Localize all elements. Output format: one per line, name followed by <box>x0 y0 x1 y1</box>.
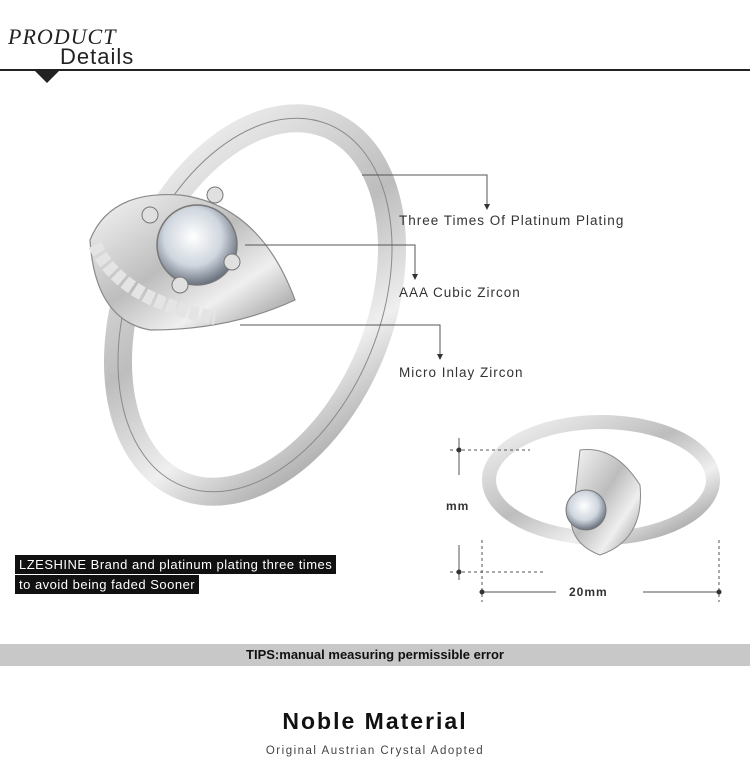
width-measure-label: 20mm <box>569 585 608 599</box>
height-measure-label: mm <box>446 499 470 513</box>
callout-cubic-zircon: AAA Cubic Zircon <box>399 285 521 300</box>
callout-micro-inlay: Micro Inlay Zircon <box>399 365 524 380</box>
header-arrow-icon <box>34 70 60 83</box>
callout-lines <box>240 174 488 355</box>
dimension-lines <box>450 449 720 602</box>
header-details-label: Details <box>60 44 135 69</box>
tips-bar: TIPS:manual measuring permissible error <box>0 644 750 666</box>
header-divider <box>0 69 750 71</box>
noble-material-title: Noble Material <box>282 708 468 734</box>
header-product-label: PRODUCT <box>8 24 117 49</box>
brand-banner-line-1: LZESHINE Brand and platinum plating thre… <box>15 555 337 574</box>
brand-banner-line-2: to avoid being faded Sooner <box>15 575 200 594</box>
ring-thumbnail-image <box>482 415 720 556</box>
ring-main-image <box>88 104 406 506</box>
callout-platinum-plating: Three Times Of Platinum Plating <box>399 213 625 228</box>
crystal-subtitle: Original Austrian Crystal Adopted <box>265 745 485 757</box>
